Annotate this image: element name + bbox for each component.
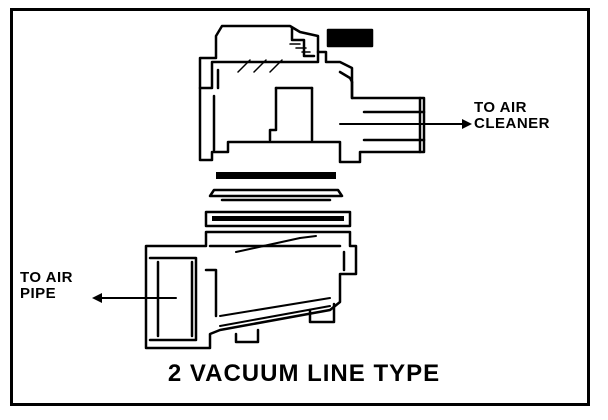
arrow-to-air-pipe: [92, 293, 177, 303]
label-to-air-cleaner: TO AIR CLEANER: [474, 100, 550, 132]
label-air-pipe-line2: PIPE: [20, 284, 57, 302]
diaphragm-stack: [204, 172, 352, 228]
label-air-cleaner-line2: CLEANER: [474, 114, 551, 132]
label-to-air-pipe: TO AIR PIPE: [20, 270, 73, 302]
diagram-frame: [10, 8, 590, 406]
diagram-caption: 2 VACUUM LINE TYPE: [167, 360, 441, 387]
lower-housing: [144, 230, 358, 350]
label-air-cleaner-line1: TO AIR: [474, 99, 528, 116]
arrow-to-air-cleaner: [339, 119, 472, 129]
upper-housing: [198, 24, 426, 164]
label-air-pipe-line1: TO AIR: [20, 269, 74, 286]
